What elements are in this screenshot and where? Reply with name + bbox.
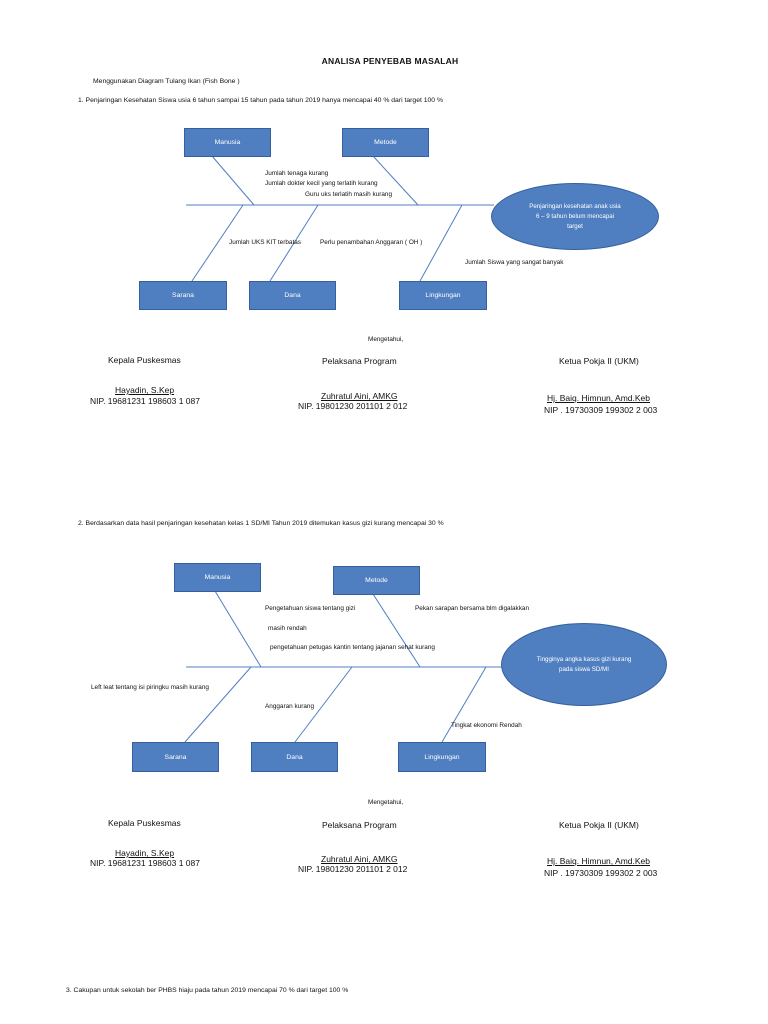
s1-mengetahui: Mengetahui, (368, 336, 404, 343)
intro-text: Menggunakan Diagram Tulang Ikan (Fish Bo… (93, 78, 240, 85)
s1-cause-4: Jumlah UKS KIT terbatas (229, 239, 301, 246)
s2-sig-middle-nip: NIP. 19801230 201101 2 012 (298, 864, 408, 874)
s2-box-manusia: Manusia (174, 563, 261, 592)
s2-bone-manusia (214, 590, 262, 668)
s2-cause-5: Left leat tentang isi piringku masih kur… (91, 684, 209, 691)
s1-cause-5: Perlu penambahan Anggaran ( OH ) (320, 239, 423, 246)
s2-sig-left-nip: NIP. 19681231 198603 1 087 (90, 858, 200, 868)
s2-sig-middle-name: Zuhratul Aini, AMKG (321, 854, 398, 864)
s1-sig-right-role: Ketua Pokja II (UKM) (559, 356, 639, 366)
s2-box-sarana: Sarana (132, 742, 219, 772)
section2-heading: 2. Berdasarkan data hasil penjaringan ke… (78, 520, 444, 527)
s2-bone-metode (372, 593, 421, 668)
s1-effect-ellipse: Penjaringan kesehatan anak usia 6 – 9 ta… (491, 183, 659, 250)
s1-bone-manusia (211, 155, 255, 206)
s2-sig-right-name: Hj. Baiq. Himnun, Amd.Keb (547, 856, 650, 866)
s2-sig-right-role: Ketua Pokja II (UKM) (559, 820, 639, 830)
s2-bone-sarana (184, 666, 252, 743)
section3-heading: 3. Cakupan untuk sekolah ber PHBS hiaju … (66, 987, 349, 994)
s2-cause-2: masih rendah (268, 625, 307, 632)
s1-box-metode: Metode (342, 128, 429, 157)
document-title: ANALISA PENYEBAB MASALAH (321, 56, 459, 66)
s2-sig-left-role: Kepala Puskesmas (108, 818, 181, 828)
s1-bone-lingkungan (419, 204, 463, 282)
s1-sig-middle-name: Zuhratul Aini, AMKG (321, 391, 398, 401)
s1-sig-left-role: Kepala Puskesmas (108, 355, 181, 365)
s1-cause-2: Jumlah dokter kecil yang terlatih kurang (265, 180, 378, 187)
s1-box-manusia: Manusia (184, 128, 271, 157)
s1-sig-right-nip: NIP . 19730309 199302 2 003 (544, 405, 658, 415)
s1-sig-middle-nip: NIP. 19801230 201101 2 012 (298, 401, 408, 411)
s2-cause-3: pengetahuan petugas kantin tentang jajan… (270, 644, 435, 651)
s1-cause-6: Jumlah Siswa yang sangat banyak (465, 259, 564, 266)
s2-bone-dana (294, 666, 353, 743)
s2-effect-text: Tingginya angka kasus gizi kurang pada s… (536, 655, 632, 673)
s1-sig-right-name: Hj. Baiq. Himnun, Amd.Keb (547, 393, 650, 403)
s1-sig-middle-role: Pelaksana Program (322, 356, 397, 366)
s2-sig-middle-role: Pelaksana Program (322, 820, 397, 830)
s1-bone-sarana (191, 204, 244, 282)
s2-sig-right-nip: NIP . 19730309 199302 2 003 (544, 868, 658, 878)
s2-bone-lingkungan (441, 666, 487, 743)
s2-box-dana: Dana (251, 742, 338, 772)
s2-box-metode: Metode (333, 566, 420, 595)
s2-cause-6: Anggaran kurang (265, 703, 315, 710)
section1-heading: 1. Penjaringan Kesehatan Siswa usia 6 ta… (78, 97, 444, 104)
s1-box-dana: Dana (249, 281, 336, 310)
s1-box-sarana: Sarana (139, 281, 227, 310)
s2-cause-4: Pekan sarapan bersama blm digalakkan (415, 605, 530, 612)
s1-box-lingkungan: Lingkungan (399, 281, 487, 310)
s2-cause-1: Pengetahuan siswa tentang gizi (265, 605, 356, 612)
s1-sig-left-name: Hayadin, S.Kep (115, 385, 175, 395)
s2-mengetahui: Mengetahui, (368, 799, 404, 806)
s1-bone-metode (372, 155, 419, 206)
s1-bone-dana (269, 204, 319, 282)
s2-sig-left-name: Hayadin, S.Kep (115, 848, 175, 858)
s1-effect-text: Penjaringan kesehatan anak usia 6 – 9 ta… (529, 202, 621, 230)
s1-sig-left-nip: NIP. 19681231 198603 1 087 (90, 396, 200, 406)
s1-cause-1: Jumlah tenaga kurang (265, 170, 329, 177)
s2-box-lingkungan: Lingkungan (398, 742, 486, 772)
s2-effect-ellipse: Tingginya angka kasus gizi kurang pada s… (501, 623, 667, 706)
s2-cause-7: Tingkat ekonomi Rendah (451, 722, 522, 729)
s1-cause-3: Guru uks terlatih masih kurang (305, 191, 393, 198)
